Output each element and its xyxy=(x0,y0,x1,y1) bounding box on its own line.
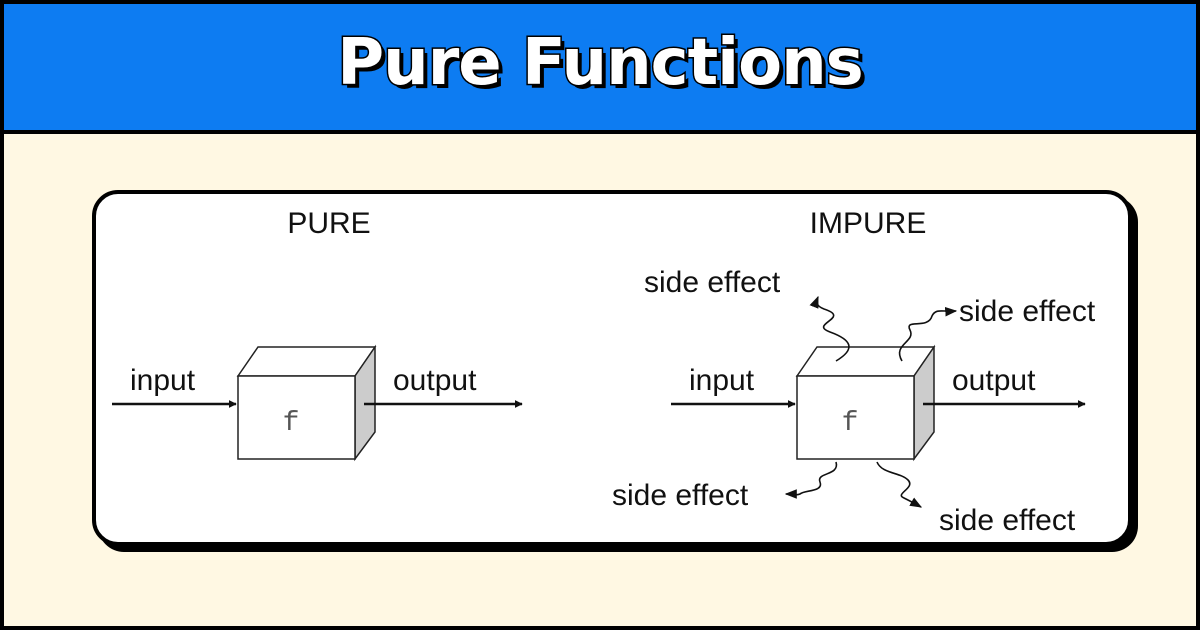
side-effect-label-bottom-left: side effect xyxy=(612,479,749,512)
side-effect-label-bottom-right: side effect xyxy=(939,504,1076,537)
pure-function-label: f xyxy=(283,408,300,439)
side-effect-label-top-left: side effect xyxy=(644,266,781,299)
pure-function-box: f xyxy=(236,344,377,462)
impure-function-box: f xyxy=(795,344,936,462)
impure-function-label: f xyxy=(842,408,859,439)
side-effect-arrow-bottom-left xyxy=(784,461,838,499)
pure-output-label: output xyxy=(393,364,477,397)
impure-input-label: input xyxy=(689,364,755,397)
side-effect-arrow-top-left xyxy=(809,295,850,362)
side-effect-label-top-right: side effect xyxy=(959,295,1096,328)
pure-impure-diagram: PURE f input output IMPURE f input outpu… xyxy=(112,207,1096,537)
header-banner: Pure Functions xyxy=(4,4,1196,134)
pure-heading: PURE xyxy=(287,207,370,240)
pure-input-label: input xyxy=(130,364,196,397)
impure-output-label: output xyxy=(952,364,1036,397)
side-effect-arrow-bottom-right xyxy=(876,461,923,508)
impure-heading: IMPURE xyxy=(810,207,927,240)
page-title: Pure Functions xyxy=(336,25,865,102)
side-effect-arrow-top-right xyxy=(898,306,958,362)
